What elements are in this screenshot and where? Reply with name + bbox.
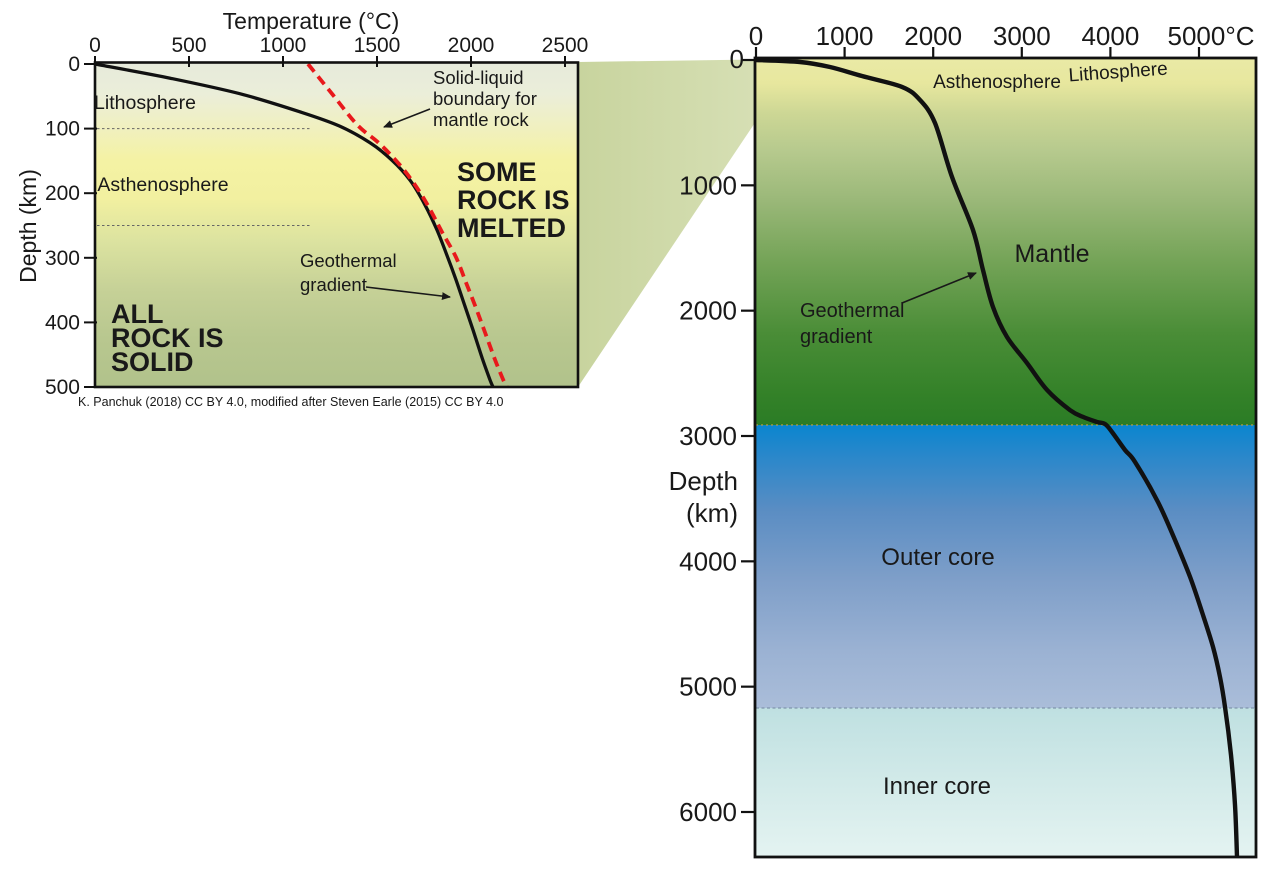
melted-zone-label: SOME ROCK IS MELTED: [457, 157, 570, 243]
solid-zone-label: ALL ROCK IS SOLID: [111, 299, 224, 377]
left-x-tick-label: 2000: [448, 34, 495, 57]
geothermal-annotation-right: Geothermal gradient: [800, 272, 977, 348]
left-y-tick-label: 0: [68, 53, 80, 76]
right-y-tick-label: 4000: [679, 546, 737, 576]
melted-line3: MELTED: [457, 213, 566, 243]
left-y-tick-label: 200: [45, 182, 80, 205]
depth-axis-title: Depth (km): [15, 169, 41, 283]
left-x-tick-label: 2500: [542, 34, 589, 57]
inner-core-band: [755, 708, 1256, 857]
asthenosphere-label-right: Asthenosphere: [933, 72, 1061, 93]
right-x-tick-label: 0: [749, 21, 763, 51]
solid-line3: SOLID: [111, 347, 194, 377]
left-x-tick-label: 500: [171, 34, 206, 57]
left-x-tick-label: 1500: [354, 34, 401, 57]
mantle-band: [755, 58, 1256, 425]
temperature-axis-title: Temperature (°C): [223, 8, 400, 34]
left-y-tick-label: 500: [45, 376, 80, 399]
solid-line2: ROCK IS: [111, 323, 224, 353]
shallow-chart: 0 500 1000 1500 2000 2500 0 100 200 300 400 500 Tem…: [15, 8, 588, 409]
solidus-annotation-arrow: [383, 108, 431, 128]
geothermal-left-line2: gradient: [300, 274, 367, 295]
right-y-tick-label: 2000: [679, 296, 737, 326]
solidus-annotation-line3: mantle rock: [433, 109, 529, 130]
geothermal-left-arrow: [365, 286, 451, 301]
outer-core-band: [755, 425, 1256, 708]
geothermal-gradient-curve-shallow: [94, 62, 495, 388]
right-y-tick-label: 5000: [679, 672, 737, 702]
geothermal-left-line1: Geothermal: [300, 250, 397, 271]
right-x-tick-label: 5000°C: [1167, 21, 1254, 51]
shallow-plot-background: [95, 62, 578, 387]
depth-axis-title-right: Depth (km): [669, 466, 738, 528]
left-x-tick-label: 0: [89, 34, 101, 57]
depth-title-line2: (km): [686, 498, 738, 528]
right-y-tick-label: 6000: [679, 797, 737, 827]
solid-line1: ALL: [111, 299, 163, 329]
solidus-annotation-line2: boundary for: [433, 88, 537, 109]
right-y-tick-label: 3000: [679, 421, 737, 451]
geothermal-right-arrow: [901, 272, 977, 304]
whole-earth-plot-border: [753, 56, 1258, 859]
left-y-tick-label: 300: [45, 247, 80, 270]
zoom-connector-funnel: [578, 59, 755, 387]
melted-line2: ROCK IS: [457, 185, 570, 215]
geothermal-gradient-curve-whole-earth: [755, 57, 1240, 858]
depth-title-line1: Depth: [669, 466, 738, 496]
right-x-tick-label: 3000: [993, 21, 1051, 51]
right-x-tick-label: 4000: [1081, 21, 1139, 51]
attribution-text: K. Panchuk (2018) CC BY 4.0, modified af…: [78, 395, 504, 409]
geothermal-right-line1: Geothermal: [800, 300, 905, 322]
shallow-plot-border: [93, 61, 580, 389]
right-x-tick-label: 2000: [904, 21, 962, 51]
solidus-curve: [306, 62, 509, 388]
left-x-tick-label: 1000: [260, 34, 307, 57]
mantle-label: Mantle: [1014, 240, 1089, 268]
solidus-annotation-line1: Solid-liquid: [433, 67, 524, 88]
outer-core-label: Outer core: [881, 544, 994, 571]
geothermal-annotation-left: Geothermal gradient: [300, 250, 451, 301]
right-y-tick-label: 0: [730, 44, 744, 74]
whole-earth-chart: 0 1000 2000 3000 4000 5000°C 0 1000 2000 3000 4000…: [669, 21, 1258, 859]
lithosphere-label: Lithosphere: [94, 92, 196, 114]
left-y-tick-label: 100: [45, 118, 80, 141]
asthenosphere-label: Asthenosphere: [97, 174, 228, 196]
left-y-tick-label: 400: [45, 311, 80, 334]
geothermal-right-line2: gradient: [800, 326, 873, 348]
right-y-tick-label: 1000: [679, 170, 737, 200]
melted-line1: SOME: [457, 157, 537, 187]
solidus-annotation: Solid-liquid boundary for mantle rock: [383, 67, 537, 130]
right-x-tick-label: 1000: [816, 21, 874, 51]
inner-core-label: Inner core: [883, 773, 991, 800]
